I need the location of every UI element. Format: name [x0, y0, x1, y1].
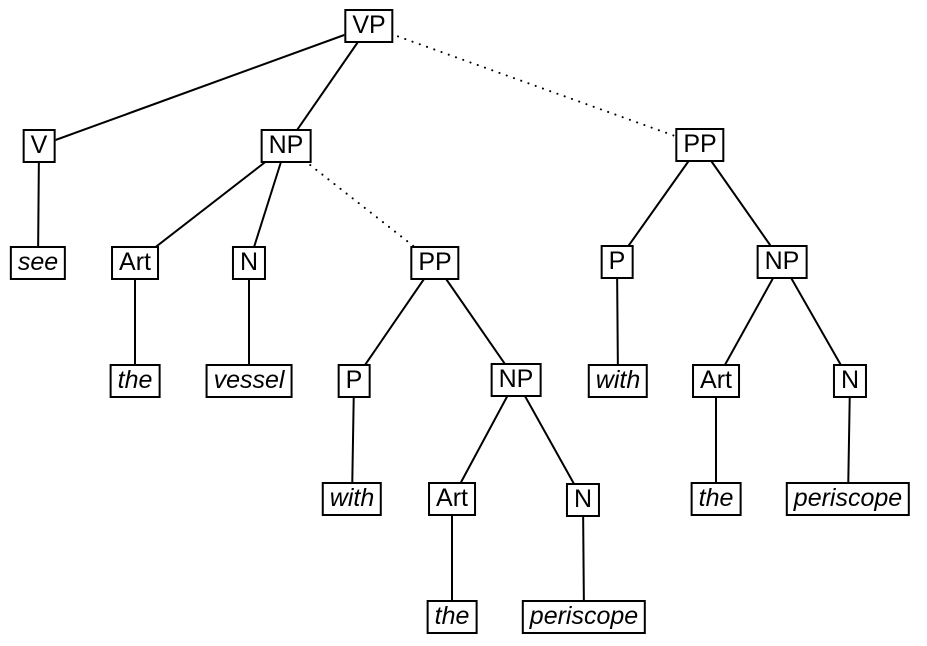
tree-edge-np-right-n-right	[781, 261, 851, 382]
tree-node-n-1: N	[231, 246, 267, 280]
tree-edge-np-obj-n-1	[248, 145, 287, 264]
tree-edge-np-obj-pp-mid	[285, 145, 436, 264]
tree-node-vp: VP	[344, 9, 394, 43]
tree-node-the-1: the	[109, 364, 161, 398]
tree-node-art-right: Art	[692, 364, 740, 398]
tree-node-with-mid: with	[321, 482, 383, 516]
tree-node-p-mid: P	[337, 364, 371, 398]
tree-edge-np-mid-n-mid	[515, 379, 584, 501]
tree-node-pp-mid: PP	[410, 246, 460, 280]
tree-node-art-1: Art	[111, 246, 159, 280]
tree-edge-pp-mid-p-mid	[353, 262, 436, 382]
tree-node-art-mid: Art	[428, 482, 476, 516]
tree-node-p-right: P	[600, 245, 634, 279]
tree-edge-pp-mid-np-mid	[434, 262, 517, 381]
tree-node-pp-right: PP	[675, 128, 725, 162]
tree-node-n-right: N	[832, 364, 868, 398]
tree-node-the-right: the	[690, 482, 742, 516]
tree-node-np-mid: NP	[490, 363, 542, 397]
tree-edge-v-see	[37, 145, 40, 264]
tree-node-np-right: NP	[756, 245, 808, 279]
tree-edge-vp-v	[38, 25, 370, 147]
tree-node-vessel: vessel	[205, 364, 293, 398]
tree-node-np-obj: NP	[260, 129, 312, 163]
tree-edge-np-obj-art-1	[134, 145, 287, 264]
tree-node-periscope-right: periscope	[785, 482, 911, 516]
tree-node-n-mid: N	[565, 483, 601, 517]
tree-edge-p-right-with-right	[616, 261, 619, 382]
tree-edge-pp-right-p-right	[616, 144, 701, 263]
tree-edge-np-mid-art-mid	[451, 379, 517, 500]
tree-node-with-right: with	[587, 364, 649, 398]
tree-node-the-mid: the	[426, 600, 478, 634]
tree-edge-vp-pp-right	[368, 25, 701, 146]
tree-edge-vp-np-obj	[285, 25, 370, 147]
tree-edge-n-mid-periscope-mid	[582, 499, 585, 618]
tree-edge-np-right-art-right	[715, 261, 783, 382]
tree-edge-n-right-periscope-right	[847, 380, 851, 500]
tree-edge-pp-right-np-right	[699, 144, 783, 263]
tree-node-periscope-mid: periscope	[521, 600, 647, 634]
tree-node-see: see	[9, 246, 67, 280]
tree-node-v: V	[22, 129, 56, 163]
tree-edge-p-mid-with-mid	[351, 380, 355, 500]
